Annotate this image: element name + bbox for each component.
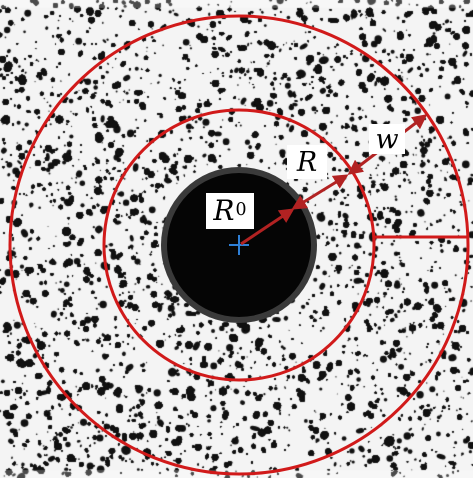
r0-arrow — [240, 208, 295, 246]
label-r0-subscript: 0 — [235, 200, 247, 221]
outer-circle — [8, 14, 470, 476]
label-w-text: w — [375, 123, 399, 155]
label-r0-main: R — [213, 194, 235, 227]
label-r-text: R — [296, 146, 318, 178]
label-r: R — [287, 145, 327, 179]
label-w: w — [369, 124, 405, 154]
r-arrow — [291, 174, 349, 210]
